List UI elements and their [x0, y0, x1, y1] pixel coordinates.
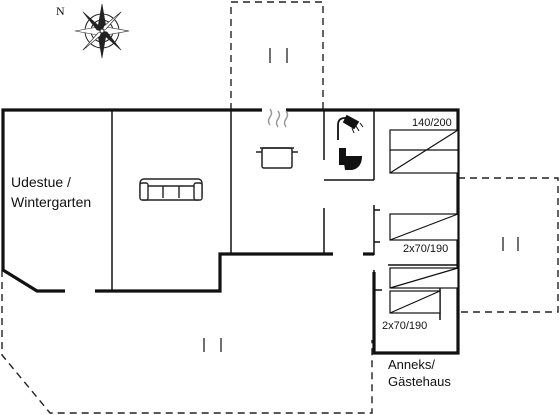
conservatory-label-line2: Wintergarten: [11, 194, 92, 210]
bed-icon: [389, 290, 441, 314]
cooking-pot-icon: [256, 108, 298, 169]
shower-icon: [337, 114, 364, 140]
bed-size-label-double: 140/200: [412, 117, 452, 129]
terrace-marks: [203, 48, 519, 352]
conservatory-label-line1: Udestue /: [11, 174, 71, 190]
annex-label-line2: Gästehaus: [388, 374, 451, 389]
bed-icon: [389, 267, 459, 289]
annex-label: Anneks/ Gästehaus: [388, 356, 451, 390]
north-terrace-outline: [230, 1, 324, 110]
compass-rose-icon: [74, 3, 130, 59]
sofa-icon: [139, 178, 203, 201]
annex-label-line1: Anneks/: [388, 357, 435, 372]
bed-size-label-twin-lower: 2x70/190: [382, 320, 428, 332]
north-label: N: [56, 4, 65, 18]
bed-icon: [389, 129, 459, 174]
toilet-icon: [339, 148, 362, 170]
bed-size-label-twin-upper: 2x70/190: [403, 243, 449, 255]
east-terrace-outline: [458, 177, 559, 313]
exterior-walls: [1, 108, 460, 355]
conservatory-label: Udestue / Wintergarten: [11, 172, 91, 212]
bed-icon: [389, 213, 459, 241]
south-terrace-outline: [1, 270, 373, 414]
